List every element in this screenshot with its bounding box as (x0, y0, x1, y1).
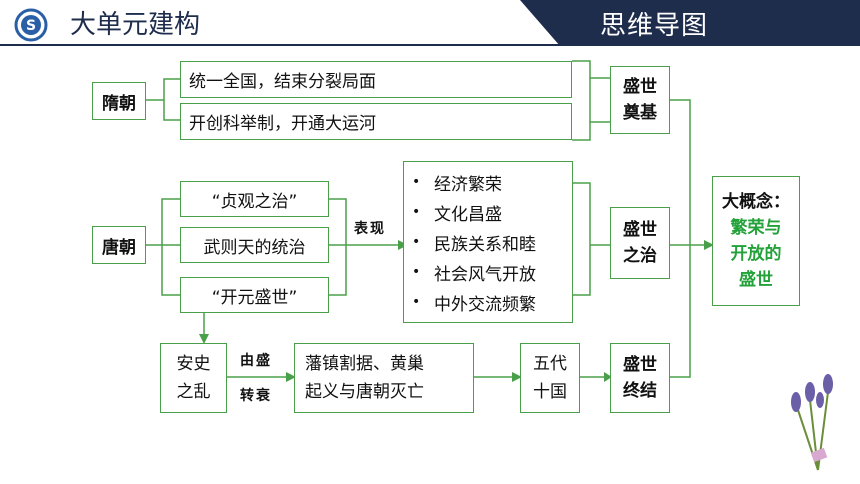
node-wuzetian: 武则天的统治 (180, 227, 329, 263)
banner-title: 思维导图 (600, 11, 709, 41)
node-sui-keju-label: 开创科举制，开通大运河 (189, 114, 376, 134)
stage-end-line2: 终结 (623, 381, 657, 401)
label-biaoxian: 表现 (354, 221, 386, 237)
stage-prosperity-line1: 盛世 (623, 220, 657, 240)
concept-line2: 开放的 (730, 244, 782, 264)
node-zhenguan: “贞观之治” (180, 181, 329, 217)
feature-label: 民族关系和睦 (434, 234, 536, 255)
banner-shape (0, 0, 860, 46)
node-sui-unify-label: 统一全国，结束分裂局面 (189, 72, 376, 92)
feature-item: • 中外交流频繁 (412, 287, 536, 317)
bullet-icon: • (412, 234, 421, 250)
node-fanzhen: 藩镇割据、黄巢 起义与唐朝灭亡 (294, 343, 474, 413)
feature-label: 文化昌盛 (434, 204, 502, 225)
node-stage-end: 盛世 终结 (610, 343, 670, 413)
feature-label: 经济繁荣 (434, 174, 502, 195)
feature-label: 中外交流频繁 (434, 294, 536, 315)
feature-item: • 经济繁荣 (412, 167, 502, 197)
bullet-icon: • (412, 174, 421, 190)
node-tang: 唐朝 (92, 226, 146, 264)
feature-label: 社会风气开放 (434, 264, 536, 285)
node-wuzetian-label: 武则天的统治 (203, 237, 306, 258)
bullet-icon: • (412, 264, 421, 280)
node-wudai: 五代 十国 (520, 343, 580, 413)
node-sui: 隋朝 (92, 82, 146, 120)
node-kaiyuan-label: “开元盛世” (211, 287, 298, 308)
stage-prosperity-line2: 之治 (623, 246, 657, 266)
stage-foundation-line2: 奠基 (623, 103, 657, 123)
header-bar: S 大单元建构 思维导图 (0, 0, 860, 46)
node-features: • 经济繁荣 • 文化昌盛 • 民族关系和睦 • 社会风气开放 • 中外交流频繁 (403, 161, 573, 323)
node-sui-label: 隋朝 (102, 93, 136, 114)
node-kaiyuan: “开元盛世” (180, 277, 329, 313)
feature-item: • 文化昌盛 (412, 197, 502, 227)
label-transition-2: 转衰 (240, 388, 272, 404)
label-transition-1: 由盛 (240, 353, 272, 369)
stage-foundation-line1: 盛世 (623, 77, 657, 97)
node-sui-keju: 开创科举制，开通大运河 (180, 103, 572, 140)
node-tang-label: 唐朝 (102, 237, 136, 258)
node-anshi: 安史 之乱 (160, 343, 227, 413)
page-title: 大单元建构 (70, 10, 201, 40)
fanzhen-line1: 藩镇割据、黄巢 (305, 354, 424, 374)
feature-item: • 民族关系和睦 (412, 227, 536, 257)
feature-item: • 社会风气开放 (412, 257, 536, 287)
concept-line1: 繁荣与 (730, 218, 782, 238)
node-sui-unify: 统一全国，结束分裂局面 (180, 61, 572, 98)
bullet-icon: • (412, 204, 421, 220)
wudai-line1: 五代 (533, 354, 567, 374)
lavender-decoration-icon (791, 374, 833, 471)
node-stage-prosperity: 盛世 之治 (610, 207, 670, 279)
wudai-line2: 十国 (533, 382, 567, 402)
fanzhen-line2: 起义与唐朝灭亡 (305, 382, 424, 402)
node-big-concept: 大概念： 繁荣与 开放的 盛世 (712, 176, 800, 306)
node-zhenguan-label: “贞观之治” (211, 191, 298, 212)
svg-text:S: S (26, 18, 36, 34)
anshi-line1: 安史 (176, 354, 211, 374)
bullet-icon: • (412, 294, 421, 310)
stage-end-line1: 盛世 (623, 355, 657, 375)
logo-icon: S (14, 8, 48, 42)
node-stage-foundation: 盛世 奠基 (610, 66, 670, 134)
concept-line3: 盛世 (739, 270, 773, 290)
concept-title: 大概念： (722, 192, 790, 212)
anshi-line2: 之乱 (176, 382, 211, 402)
